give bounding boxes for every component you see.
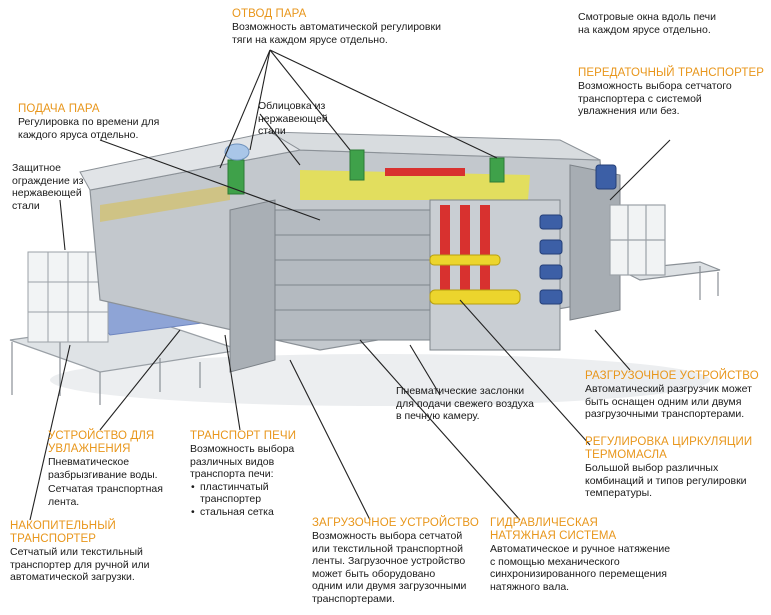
leader-oven-transport <box>224 334 241 431</box>
oven-transport-item: стальная сетка <box>191 506 296 519</box>
drive-motors-shape <box>539 164 617 305</box>
leader-steam-supply <box>99 139 321 221</box>
label-steam-exhaust: ОТВОД ПАРА Возможность автоматической ре… <box>232 8 441 46</box>
label-hydraulic-system-title: ГИДРАВЛИЧЕСКАЯ НАТЯЖНАЯ СИСТЕМА <box>490 517 617 542</box>
leader-pneumatic-dampers <box>409 344 441 396</box>
leader-steam-exhaust-2 <box>249 49 271 151</box>
leader-accumulation <box>29 344 71 521</box>
label-steam-supply: ПОДАЧА ПАРА Регулировка по времени для к… <box>18 103 159 141</box>
leader-humidifier <box>99 329 181 431</box>
label-accumulation-conveyor: НАКОПИТЕЛЬНЫЙ ТРАНСПОРТЕР Сетчатый или т… <box>10 520 150 584</box>
label-steam-exhaust-title: ОТВОД ПАРА <box>232 8 307 20</box>
label-loading-device-title: ЗАГРУЗОЧНОЕ УСТРОЙСТВО <box>312 517 479 529</box>
label-oven-transport-text: Возможность выбора различных видов транс… <box>190 443 295 480</box>
label-thermal-oil-text: Большой выбор различных комбинаций и тип… <box>585 462 747 499</box>
thermal-oil-piping-shape <box>385 168 521 305</box>
label-unloading-device-title: РАЗГРУЗОЧНОЕ УСТРОЙСТВО <box>585 370 759 382</box>
leader-thermal-oil <box>459 299 591 446</box>
label-transfer-conveyor: ПЕРЕДАТОЧНЫЙ ТРАНСПОРТЕР Возможность выб… <box>578 67 764 118</box>
label-protective-guard-text: Защитное ограждение из нержавеющей стали <box>12 162 84 212</box>
label-steam-exhaust-text: Возможность автоматической регулировки т… <box>232 21 441 46</box>
oven-transport-list: пластинчатый транспортер стальная сетка <box>190 481 296 519</box>
label-oven-transport-title: ТРАНСПОРТ ПЕЧИ <box>190 430 297 442</box>
label-view-windows: Смотровые окна вдоль печи на каждом ярус… <box>578 11 716 36</box>
floor-shadow <box>50 354 710 406</box>
label-humidifier: УСТРОЙСТВО ДЛЯ УВЛАЖНЕНИЯ Пневматическое… <box>48 430 163 508</box>
leader-steam-exhaust-3 <box>269 49 351 151</box>
oven-end-frame <box>229 199 276 373</box>
label-cladding-text: Облицовка из нержавеющей стали <box>258 100 328 137</box>
label-transfer-conveyor-title: ПЕРЕДАТОЧНЫЙ ТРАНСПОРТЕР <box>578 67 764 79</box>
transfer-conveyor-shape <box>609 204 721 300</box>
label-unloading-device: РАЗГРУЗОЧНОЕ УСТРОЙСТВО Автоматический р… <box>585 370 759 421</box>
label-hydraulic-system: ГИДРАВЛИЧЕСКАЯ НАТЯЖНАЯ СИСТЕМА Автомати… <box>490 517 670 593</box>
label-accumulation-conveyor-title: НАКОПИТЕЛЬНЫЙ ТРАНСПОРТЕР <box>10 520 116 545</box>
label-humidifier-title: УСТРОЙСТВО ДЛЯ УВЛАЖНЕНИЯ <box>48 430 155 455</box>
leader-cladding <box>259 113 301 166</box>
label-protective-guard: Защитное ограждение из нержавеющей стали <box>12 162 83 212</box>
label-accumulation-conveyor-text: Сетчатый или текстильный транспортер для… <box>10 546 150 583</box>
label-transfer-conveyor-text: Возможность выбора сетчатого транспортер… <box>578 80 732 117</box>
leader-protective-guard <box>59 199 66 251</box>
label-humidifier-text2: Сетчатая транспортная лента. <box>48 483 163 508</box>
label-thermal-oil: РЕГУЛИРОВКА ЦИРКУЛЯЦИИ ТЕРМОМАСЛА Большо… <box>585 436 752 500</box>
label-pneumatic-dampers: Пневматические заслонки для подачи свеже… <box>396 385 534 423</box>
steam-exhaust-shape <box>224 143 505 195</box>
label-cladding: Облицовка из нержавеющей стали <box>258 100 328 138</box>
protective-guard-shape <box>27 251 109 343</box>
label-pneumatic-dampers-text: Пневматические заслонки для подачи свеже… <box>396 385 534 422</box>
label-steam-supply-title: ПОДАЧА ПАРА <box>18 103 100 115</box>
label-view-windows-text: Смотровые окна вдоль печи на каждом ярус… <box>578 11 716 36</box>
oven-transport-item: пластинчатый транспортер <box>191 481 296 506</box>
label-thermal-oil-title: РЕГУЛИРОВКА ЦИРКУЛЯЦИИ ТЕРМОМАСЛА <box>585 436 753 461</box>
leader-loading <box>289 359 371 521</box>
label-loading-device-text: Возможность выбора сетчатой или текстиль… <box>312 530 467 605</box>
leader-steam-exhaust-4 <box>269 49 498 159</box>
leader-hydraulic <box>359 339 521 521</box>
leader-transfer-conveyor <box>609 139 671 201</box>
leader-lines <box>29 49 671 521</box>
label-humidifier-text: Пневматическое разбрызгивание воды. <box>48 456 158 481</box>
label-oven-transport: ТРАНСПОРТ ПЕЧИ Возможность выбора различ… <box>190 430 296 518</box>
leader-steam-exhaust-1 <box>219 49 271 169</box>
label-loading-device: ЗАГРУЗОЧНОЕ УСТРОЙСТВО Возможность выбор… <box>312 517 479 605</box>
leader-unloading <box>594 329 631 371</box>
label-steam-supply-text: Регулировка по времени для каждого яруса… <box>18 116 160 141</box>
label-hydraulic-system-text: Автоматическое и ручное натяжение с помо… <box>490 543 671 593</box>
label-unloading-device-text: Автоматический разгрузчик может быть осн… <box>585 383 752 420</box>
